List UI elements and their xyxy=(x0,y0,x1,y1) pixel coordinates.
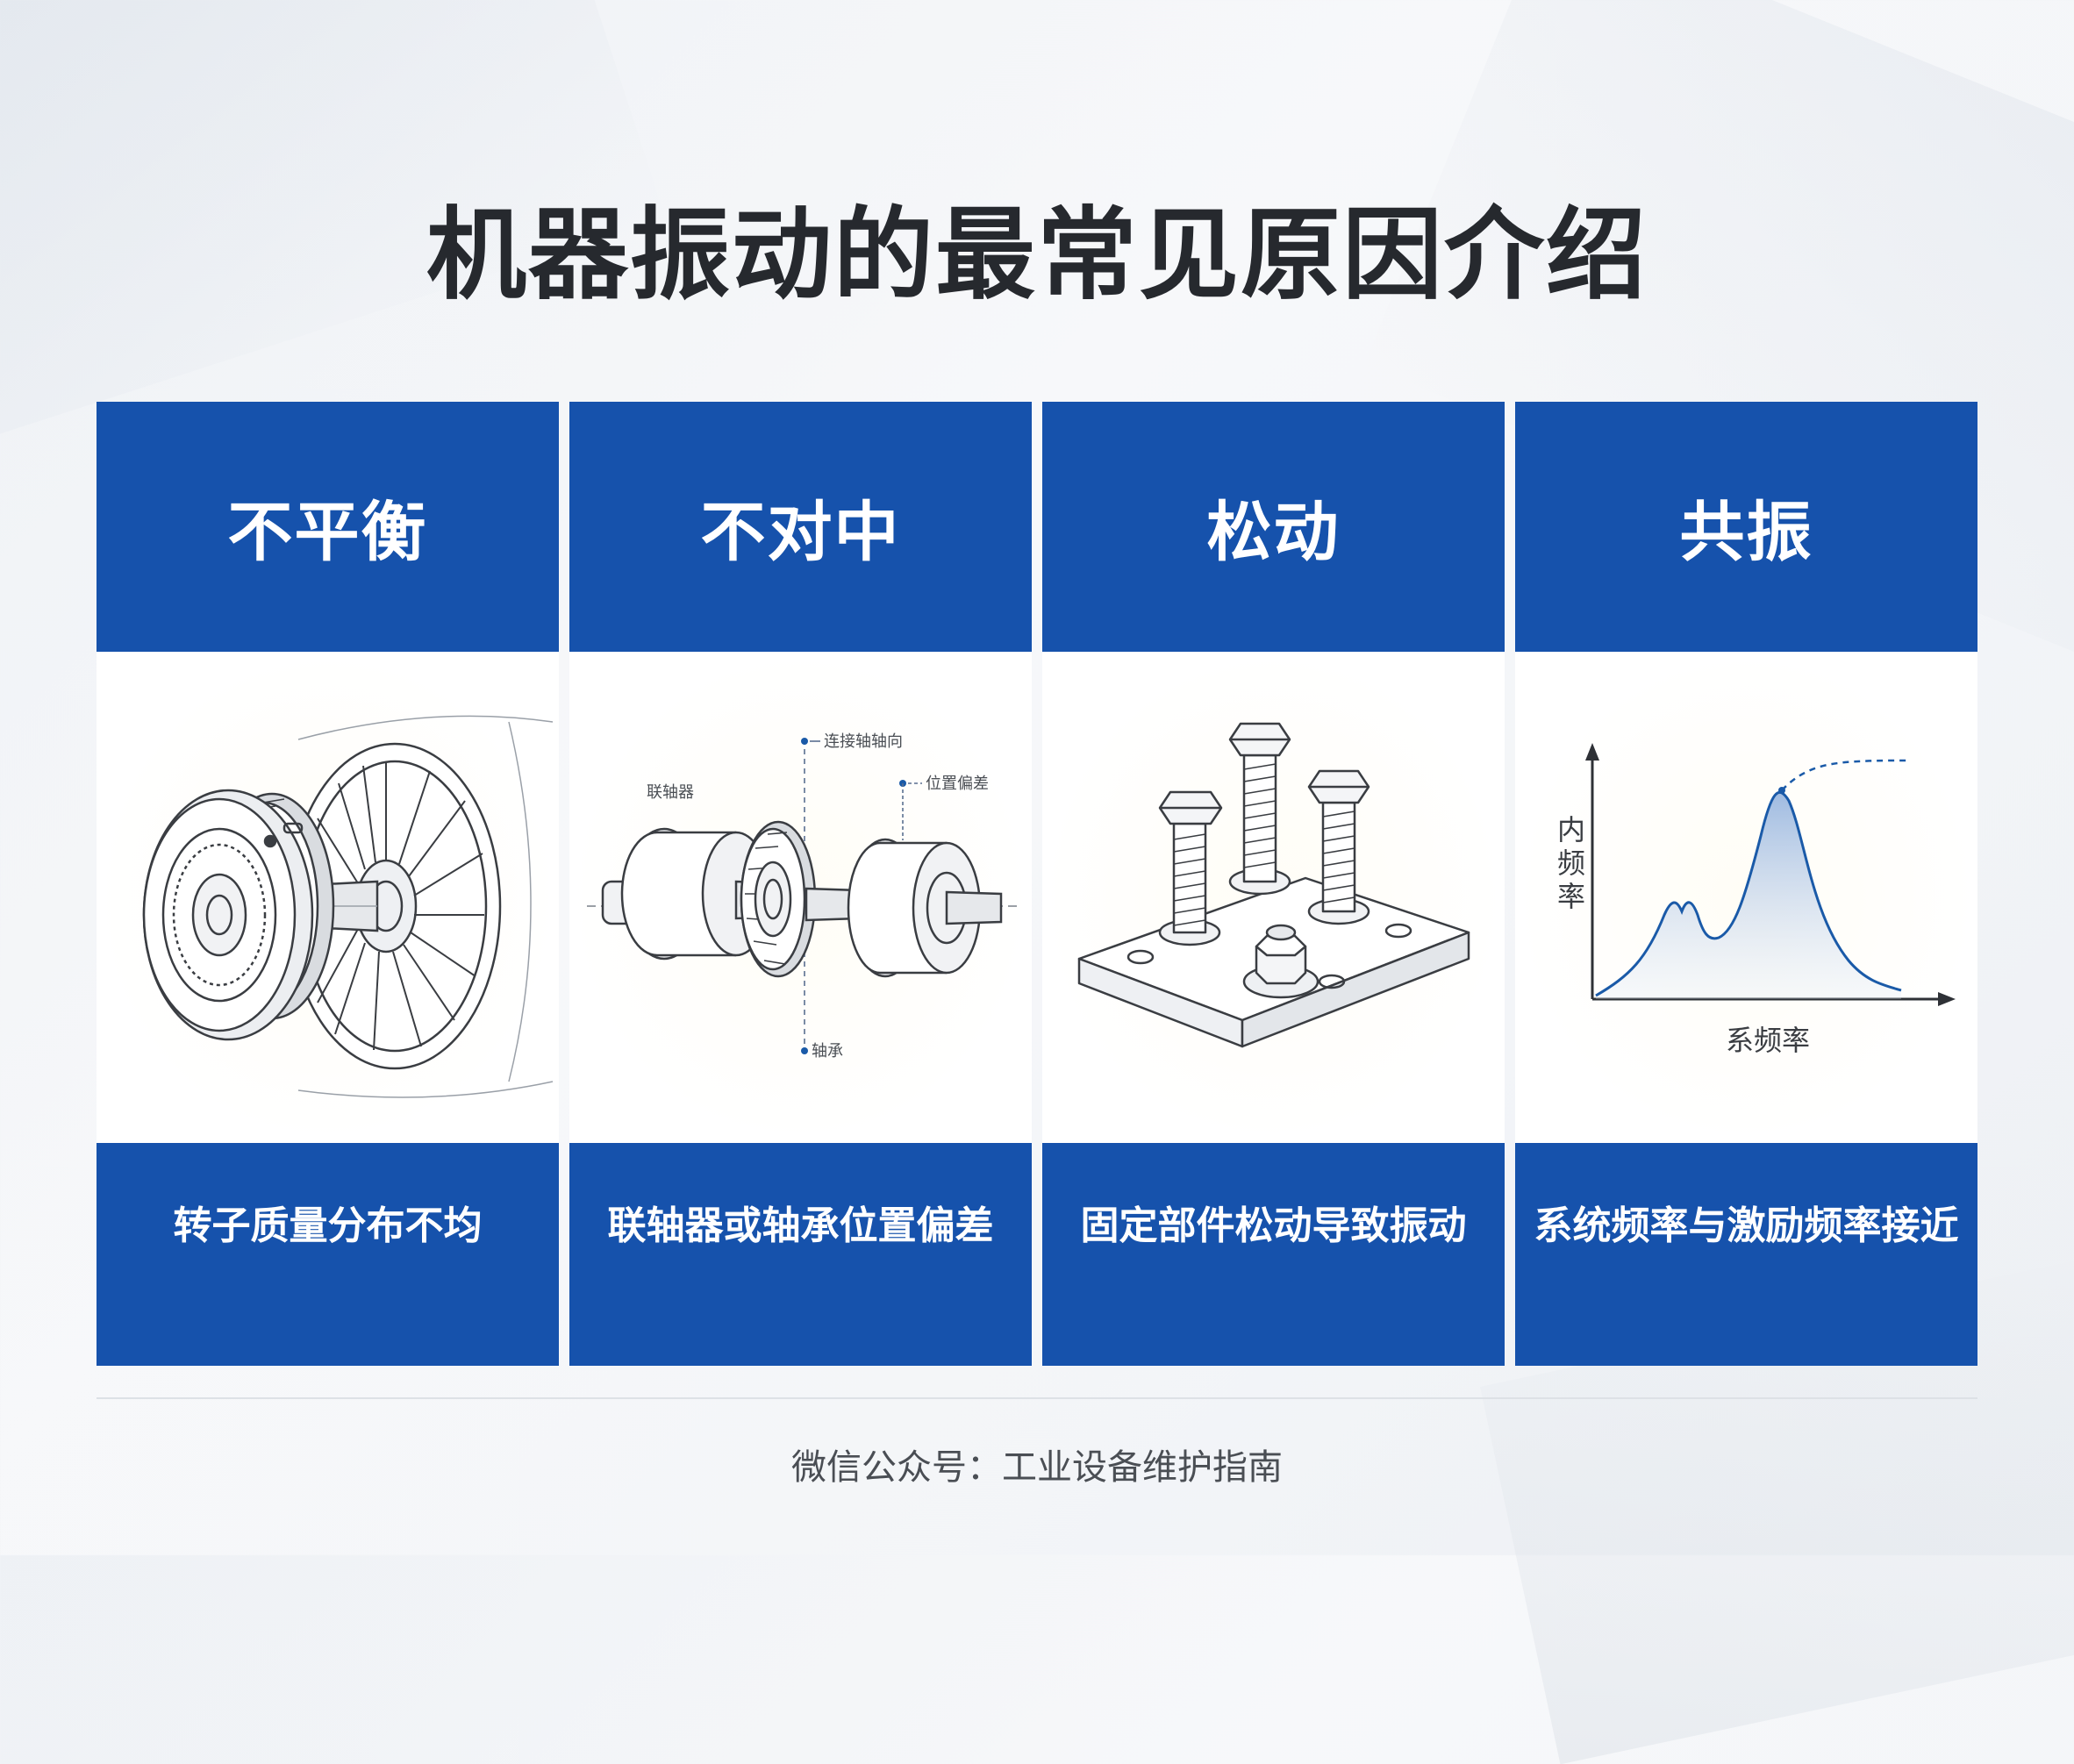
label-bearing: 轴承 xyxy=(812,1042,843,1061)
card-description: 系统频率与激励频率接近 xyxy=(1534,1203,1959,1248)
card-description: 转子质量分布不均 xyxy=(173,1203,483,1248)
card-description: 联轴器或轴承位置偏差 xyxy=(607,1203,994,1248)
card-footer: 固定部件松动导致振动 xyxy=(1042,1143,1505,1366)
card-header: 共振 xyxy=(1515,402,1977,652)
card-footer: 系统频率与激励频率接近 xyxy=(1515,1143,1977,1366)
card-footer: 转子质量分布不均 xyxy=(97,1143,559,1366)
resonance-chart-icon: 内 频 率 系频率 xyxy=(1557,743,1956,1057)
footer-divider xyxy=(97,1397,1977,1399)
label-offset: 位置偏差 xyxy=(926,775,989,793)
coupling-icon: 连接轴轴向 位置偏差 联轴器 轴承 xyxy=(587,732,1017,1061)
card-unbalance: 不平衡 xyxy=(97,402,559,1366)
resonance-frequency-chart: 内 频 率 系频率 xyxy=(1515,652,1977,1143)
card-footer: 联轴器或轴承位置偏差 xyxy=(569,1143,1032,1366)
card-title: 不平衡 xyxy=(227,495,428,570)
card-misalignment: 不对中 xyxy=(569,402,1032,1366)
rotor-icon xyxy=(142,715,554,1098)
card-title: 共振 xyxy=(1679,495,1813,570)
x-axis-label: 系频率 xyxy=(1726,1024,1810,1057)
card-header: 松动 xyxy=(1042,402,1505,652)
loose-bolts-baseplate-illustration xyxy=(1042,652,1505,1143)
label-axis: 连接轴轴向 xyxy=(824,732,903,751)
bolts-icon xyxy=(1077,722,1470,1048)
label-coupling: 联轴器 xyxy=(647,783,694,802)
response-curve xyxy=(1595,790,1902,997)
card-header: 不对中 xyxy=(569,402,1032,652)
unbalanced-rotor-illustration xyxy=(97,652,559,1143)
card-title: 松动 xyxy=(1206,495,1341,570)
excitation-dashed-line xyxy=(1781,759,1907,791)
card-title: 不对中 xyxy=(700,495,901,570)
shaft-coupling-misalignment-illustration: 连接轴轴向 位置偏差 联轴器 轴承 xyxy=(569,652,1032,1143)
arrow-up-icon xyxy=(1585,743,1599,761)
footer-text: 微信公众号：工业设备维护指南 xyxy=(791,1447,1283,1488)
arrow-right-icon xyxy=(1938,992,1956,1006)
card-resonance: 共振 内 频 xyxy=(1515,402,1977,1366)
y-axis-label-1: 内 xyxy=(1557,813,1585,846)
y-axis-label-3: 率 xyxy=(1557,880,1585,913)
card-looseness: 松动 xyxy=(1042,402,1505,1366)
card-description: 固定部件松动导致振动 xyxy=(1080,1203,1467,1248)
card-header: 不平衡 xyxy=(97,402,559,652)
y-axis-label-2: 频 xyxy=(1557,846,1585,880)
page-title: 机器振动的最常见原因介绍 xyxy=(426,196,1648,313)
